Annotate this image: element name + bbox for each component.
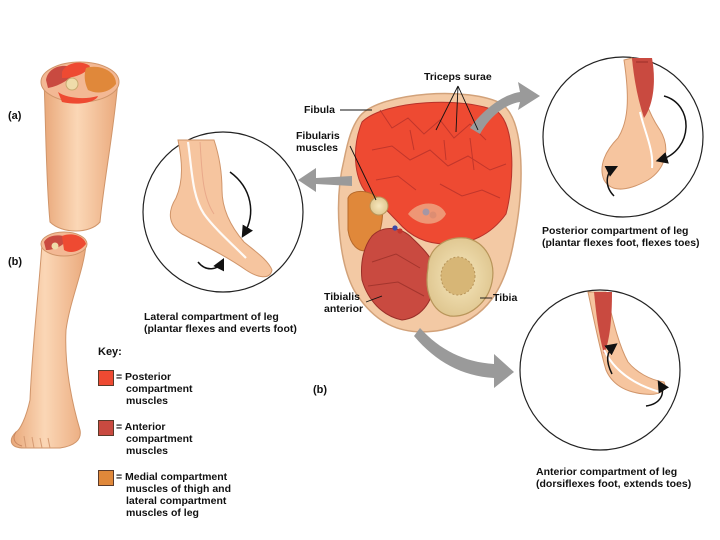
lateral-caption-2: (plantar flexes and everts foot) <box>144 323 297 335</box>
medial-key-1: = Medial compartment <box>116 471 228 483</box>
fibularis-label-2: muscles <box>296 142 339 154</box>
tibialis-label-1: Tibialis <box>324 291 360 303</box>
anterior-caption-1: Anterior compartment of leg <box>536 466 678 478</box>
medial-key-3: lateral compartment <box>126 495 227 507</box>
anterior-foot-circle <box>519 289 681 451</box>
panel-a-label: (a) <box>8 110 22 122</box>
key-title: Key: <box>98 346 122 358</box>
posterior-swatch <box>98 370 114 386</box>
tibia-label: Tibia <box>493 292 518 304</box>
anterior-swatch <box>98 420 114 436</box>
thigh-segment <box>40 61 120 232</box>
fibula-label: Fibula <box>304 104 335 116</box>
posterior-key-2: compartment <box>126 383 193 395</box>
tibialis-leader <box>365 295 383 303</box>
panel-b-left-label: (b) <box>8 256 23 268</box>
lateral-foot-circle <box>142 131 304 293</box>
triceps-surae-label: Triceps surae <box>424 71 492 83</box>
thigh-medial-muscle <box>84 66 116 93</box>
posterior-foot-circle <box>542 56 704 218</box>
fibularis-leader <box>349 145 377 201</box>
medial-key-2: muscles of thigh and <box>126 483 232 495</box>
posterior-key-1: = Posterior <box>116 371 172 383</box>
shin-muscle-anterior <box>594 292 612 354</box>
lateral-caption-1: Lateral compartment of leg <box>144 311 279 323</box>
tibialis-label-2: anterior <box>324 303 364 315</box>
anterior-key-3: muscles <box>126 445 169 457</box>
anterior-key-1: = Anterior <box>116 421 166 433</box>
medial-key-4: muscles of leg <box>126 507 199 519</box>
leg-cross-section <box>337 92 522 333</box>
calf-muscle-posterior <box>632 58 654 118</box>
triceps-leader <box>435 85 479 133</box>
fibula-bone <box>369 196 389 216</box>
anterior-key-2: compartment <box>126 433 193 445</box>
medial-swatch <box>98 470 114 486</box>
arrow-to-posterior <box>470 82 540 134</box>
posterior-caption-1: Posterior compartment of leg <box>542 225 689 237</box>
anterior-caption-2: (dorsiflexes foot, extends toes) <box>536 478 692 490</box>
posterior-caption-2: (plantar flexes foot, flexes toes) <box>542 237 700 249</box>
posterior-key-3: muscles <box>126 395 169 407</box>
fibularis-label-1: Fibularis <box>296 130 340 142</box>
arrow-to-anterior <box>414 328 514 388</box>
arrow-to-lateral <box>298 168 352 192</box>
lower-leg-segment <box>10 231 88 449</box>
leader-lines <box>340 85 492 303</box>
pointer-arrows <box>298 82 540 388</box>
panel-b-center-label: (b) <box>313 384 328 396</box>
